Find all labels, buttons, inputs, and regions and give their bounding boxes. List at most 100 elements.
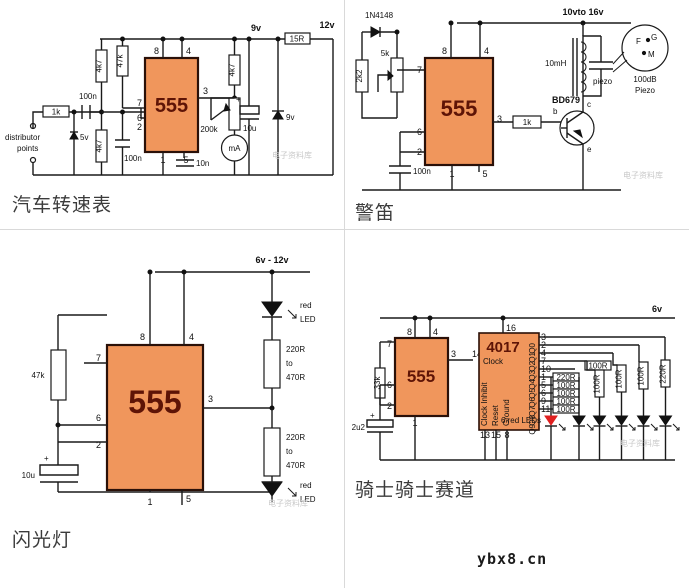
label-c-pin5: 10n [196, 159, 209, 168]
ic-555-flasher [105, 343, 205, 492]
label-piezo: piezo [593, 77, 613, 86]
panel-title-knight-rider: 骑士骑士赛道 [355, 479, 476, 501]
label-zener-5v: 5v [80, 133, 88, 142]
label-transistor: BD679 [552, 95, 580, 105]
label-led-top-1: red [300, 301, 312, 310]
label-source-2: points [17, 144, 38, 153]
label-res-vert-3: 220R [659, 364, 668, 383]
out-Q3: Q3 [528, 369, 537, 380]
ic-555-label-flasher: 555 [128, 384, 181, 420]
pin-5-siren: 5 [482, 169, 487, 179]
pin-8-flasher: 8 [140, 332, 145, 342]
ic-555-label-siren: 555 [441, 96, 478, 121]
label-r-bottom-1: 220R [286, 433, 305, 442]
pin-2-flasher: 2 [96, 440, 101, 450]
label-c-timing-siren: 100n [413, 167, 431, 176]
label-source-1: distributor [5, 133, 40, 142]
ic-555-label: 555 [155, 95, 188, 117]
site-tag: ybx8.cn [477, 550, 548, 568]
panel-title-siren: 警笛 [355, 202, 396, 224]
label-c-coupling: 100n [79, 92, 97, 101]
pin-3-kr: 3 [451, 349, 456, 359]
label-piezo-F: F [636, 37, 641, 46]
out-Q1: Q1 [528, 351, 537, 362]
flasher-schematic: 6v - 12v 555 8 4 7 47k 6 2 [22, 255, 316, 507]
ic-555-tachometer [143, 56, 200, 154]
pin-7-kr: 7 [387, 339, 392, 349]
panel-siren: 10vto 16v 1N4148 2k2 5k 555 [345, 0, 689, 230]
label-t-b: b [553, 107, 558, 116]
watermark-kr: 电子资料库 [620, 439, 660, 448]
watermark-siren: 电子资料库 [623, 171, 663, 180]
label-r-top-2: to [286, 359, 293, 368]
out-Q9: Q9 [528, 423, 537, 434]
label-pot: 200k [200, 125, 218, 134]
label-diode: 1N4148 [365, 11, 394, 20]
label-led-bottom-1: red [300, 481, 312, 490]
label-clock: Clock [483, 357, 504, 366]
watermark: 电子资料库 [272, 151, 312, 160]
label-c-smooth: 10u [243, 124, 256, 133]
panel-flasher: 6v - 12v 555 8 4 7 47k 6 2 [0, 230, 345, 588]
label-res-inline-top: 100R [588, 362, 607, 371]
label-r-bottom-2: to [286, 447, 293, 456]
out-Q6: Q6 [528, 396, 537, 407]
label-r-input: 1k [52, 108, 61, 117]
label-r-out: 4k7 [228, 63, 237, 76]
label-r-fixed: 2k2 [355, 69, 364, 82]
label-r-series: 15R [290, 35, 305, 44]
label-pot-siren: 5k [381, 49, 390, 58]
label-res-inline-3: 100R [556, 397, 575, 406]
pin-14-4017: 14 [472, 349, 482, 359]
pin-4-flasher: 4 [189, 332, 194, 342]
pin-7: 7 [137, 98, 142, 108]
label-r-div-bottom: 4k7 [95, 139, 104, 152]
pin-8: 8 [154, 46, 159, 56]
ic-4017 [478, 332, 540, 431]
label-r-timing-flasher: 47k [32, 371, 46, 380]
label-c-timing-flasher: 10u [22, 471, 35, 480]
label-rail-12v: 12v [319, 20, 334, 30]
label-rail-flasher: 6v - 12v [255, 255, 288, 265]
label-piezo-spec-2: Piezo [635, 86, 656, 95]
out-Q5: Q5 [528, 387, 537, 398]
label-c-plus-flasher: + [44, 454, 49, 463]
pin-15-4017: 15 [491, 430, 501, 440]
pin-16-4017: 16 [506, 323, 516, 333]
label-piezo-spec-1: 100dB [633, 75, 656, 84]
out-Q7: Q7 [528, 405, 537, 416]
pin-8-kr: 8 [407, 327, 412, 337]
pin-4-siren: 4 [484, 46, 489, 56]
label-ground: Ground [502, 399, 511, 426]
tachometer-schematic: 15R 9v 12v distributor points 1k 5v [5, 20, 335, 176]
label-r-pin7: 47k [116, 54, 125, 68]
label-r-top-3: 470R [286, 373, 305, 382]
label-res-inline-0: 220R [556, 373, 575, 382]
label-led-bottom-2: LED [300, 495, 316, 504]
pin-3-flasher: 3 [208, 394, 213, 404]
label-res-inline-1: 100R [556, 381, 575, 390]
label-c-timing-kr: 2u2 [352, 423, 366, 432]
pin-13-4017: 13 [480, 430, 490, 440]
label-c-pin2: 100n [124, 154, 142, 163]
ic-555-label-kr: 555 [407, 367, 435, 386]
label-leds-note: 6 red LEDs [501, 416, 541, 425]
label-r-base: 1k [523, 118, 532, 127]
label-reset: Reset [491, 404, 500, 426]
out-Q0: Q0 [528, 342, 537, 353]
label-r-bottom-3: 470R [286, 461, 305, 470]
panel-title-tachometer: 汽车转速表 [12, 194, 113, 216]
pin-6: 6 [137, 113, 142, 123]
label-clock-inhibit: Clock Inhibit [480, 382, 489, 426]
label-rail-siren: 10vto 16v [562, 7, 603, 17]
label-res-vert-1: 100R [615, 369, 624, 388]
pin-2-kr: 2 [387, 401, 392, 411]
pin-3-siren: 3 [497, 114, 502, 124]
label-t-c: c [587, 100, 591, 109]
label-piezo-G: G [651, 33, 657, 42]
label-r-div-top: 4k7 [95, 59, 104, 72]
out-Q8: Q8 [528, 414, 537, 425]
label-r-timing-kr: 33k [373, 376, 382, 390]
pin-5-flasher: 5 [186, 494, 191, 504]
